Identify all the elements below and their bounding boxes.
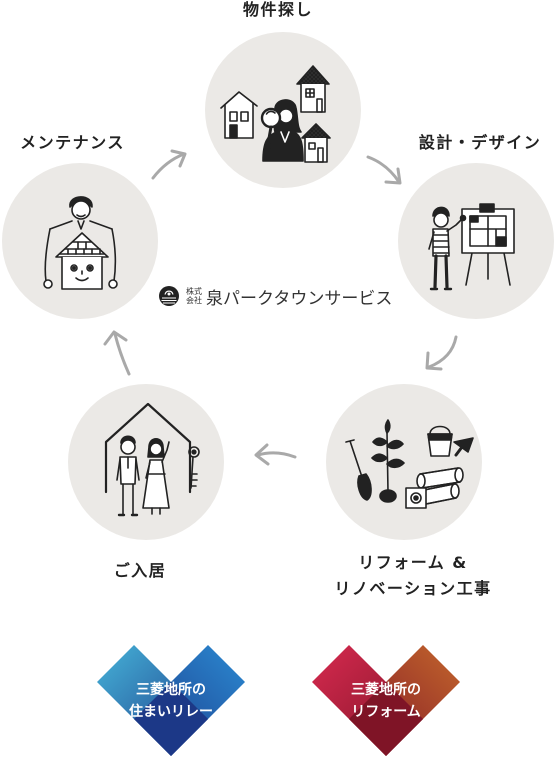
reform-logo-line1: 三菱地所の bbox=[351, 682, 421, 698]
step-circle-maintenance bbox=[2, 163, 158, 319]
sumai-relay-logo-link[interactable]: 三菱地所の 住まいリレー bbox=[97, 645, 245, 756]
bucket-icon bbox=[427, 425, 453, 457]
renovation-tools-illustration bbox=[345, 419, 474, 509]
tall-house-icon bbox=[220, 91, 258, 139]
reform-logo-link[interactable]: 三菱地所の リフォーム bbox=[312, 645, 460, 756]
worker-figure bbox=[43, 196, 118, 289]
property-search-illustration bbox=[220, 65, 331, 163]
sumai-relay-logo-line2: 住まいリレー bbox=[129, 704, 213, 720]
maintenance-house-illustration bbox=[43, 196, 118, 290]
corporation-type-line1: 株式 bbox=[186, 287, 202, 296]
magnifier-icon bbox=[260, 107, 282, 150]
company-emblem-icon bbox=[159, 286, 179, 306]
company-name: 泉パークタウンサービス bbox=[206, 288, 393, 309]
house-outline-icon bbox=[104, 402, 192, 494]
move-in-couple-illustration bbox=[104, 402, 200, 517]
key-icon bbox=[188, 446, 200, 489]
arrow-search-to-design bbox=[366, 155, 402, 185]
step-circle-renovation bbox=[326, 384, 482, 540]
woman-figure bbox=[142, 437, 170, 515]
corporation-type: 株式 会社 bbox=[186, 287, 202, 305]
arrow-design-to-reform bbox=[425, 335, 458, 371]
reform-logo-line2: リフォーム bbox=[351, 704, 421, 720]
step-label-maintenance: メンテナンス bbox=[20, 133, 125, 152]
searching-person-figure bbox=[262, 99, 304, 162]
small-house-icon bbox=[301, 123, 331, 163]
step-label-property-search: 物件探し bbox=[242, 0, 313, 19]
seedling-icon bbox=[371, 419, 405, 503]
step-label-design: 設計・デザイン bbox=[418, 133, 542, 152]
step-label-renovation-line1: リフォーム & bbox=[358, 553, 468, 572]
step-circle-property-search bbox=[205, 32, 361, 188]
checker-roof-house-icon bbox=[296, 65, 330, 113]
trowel-icon bbox=[453, 437, 474, 457]
shovel-icon bbox=[345, 439, 372, 501]
step-label-move-in: ご入居 bbox=[113, 561, 167, 580]
log-stack-icon bbox=[405, 467, 464, 509]
heart-icon bbox=[312, 645, 460, 756]
design-easel-illustration bbox=[428, 203, 515, 291]
step-circle-design bbox=[398, 163, 554, 319]
step-circle-move-in bbox=[68, 384, 224, 540]
smiling-house-icon bbox=[55, 232, 109, 290]
designer-figure bbox=[428, 206, 467, 291]
sumai-relay-logo-line1: 三菱地所の bbox=[136, 682, 206, 698]
heart-icon bbox=[97, 645, 245, 756]
corporation-type-line2: 会社 bbox=[186, 296, 202, 305]
easel-board-icon bbox=[461, 203, 515, 286]
step-label-renovation: リフォーム & リノベーション工事 bbox=[320, 550, 506, 602]
step-label-renovation-line2: リノベーション工事 bbox=[334, 579, 492, 598]
man-figure bbox=[116, 435, 140, 517]
arrow-movein-to-maintenance bbox=[103, 330, 131, 376]
company-logo: 株式 会社 泉パークタウンサービス bbox=[158, 283, 392, 309]
arrow-reform-to-movein bbox=[254, 443, 297, 466]
